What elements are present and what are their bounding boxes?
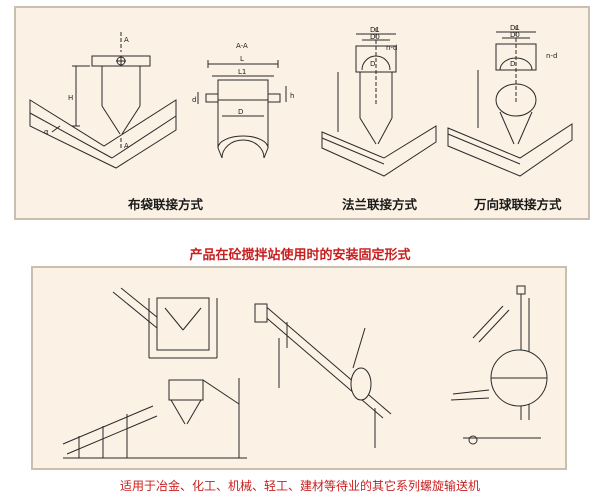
label-alpha: α: [44, 128, 49, 136]
applicability-footer: 适用于冶金、化工、机械、轻工、建材等待业的其它系列螺旋输送机: [119, 479, 480, 493]
connection-methods-panel: A A H α A-A L L1 D d h D1 D0 n-d D D1 D0…: [14, 6, 590, 220]
label-d: D: [238, 108, 243, 116]
section-aa-drawing: [197, 60, 287, 159]
label-h: H: [68, 94, 73, 102]
label-d0: D0: [370, 33, 380, 41]
label-ddb: D: [510, 60, 515, 68]
tank-installation-drawing: [450, 285, 548, 445]
label-d1: D1: [370, 26, 380, 34]
label-a-bottom: A: [124, 142, 129, 150]
caption-universal-ball: 万向球联接方式: [474, 197, 562, 212]
universal-ball-drawing: [447, 26, 573, 177]
label-h-small: h: [290, 92, 294, 100]
label-aa: A-A: [236, 42, 248, 50]
flange-connection-drawing: [321, 28, 437, 177]
installation-forms-panel: [31, 266, 567, 470]
label-a-top: A: [124, 36, 129, 44]
caption-flange-connection: 法兰联接方式: [342, 197, 418, 212]
label-l1: L1: [238, 68, 246, 76]
label-d0b: D0: [510, 31, 520, 39]
label-ndb: n-d: [546, 52, 557, 60]
label-l: L: [240, 55, 244, 63]
bag-connection-drawing: [29, 32, 177, 169]
silo-installation-drawing: [62, 378, 247, 459]
connection-drawings: A A H α A-A L L1 D d h D1 D0 n-d D D1 D0…: [29, 24, 573, 177]
hopper-installation-drawing: [112, 287, 218, 359]
caption-bag-connection: 布袋联接方式: [128, 197, 204, 212]
label-nd: n-d: [386, 44, 397, 52]
inclined-conveyor-drawing: [254, 303, 392, 448]
label-dd: D: [370, 60, 375, 68]
installation-drawings: [62, 285, 548, 459]
installation-title: 产品在砼搅拌站使用时的安装固定形式: [189, 248, 411, 263]
label-d1b: D1: [510, 24, 520, 32]
label-d-small: d: [192, 96, 196, 104]
